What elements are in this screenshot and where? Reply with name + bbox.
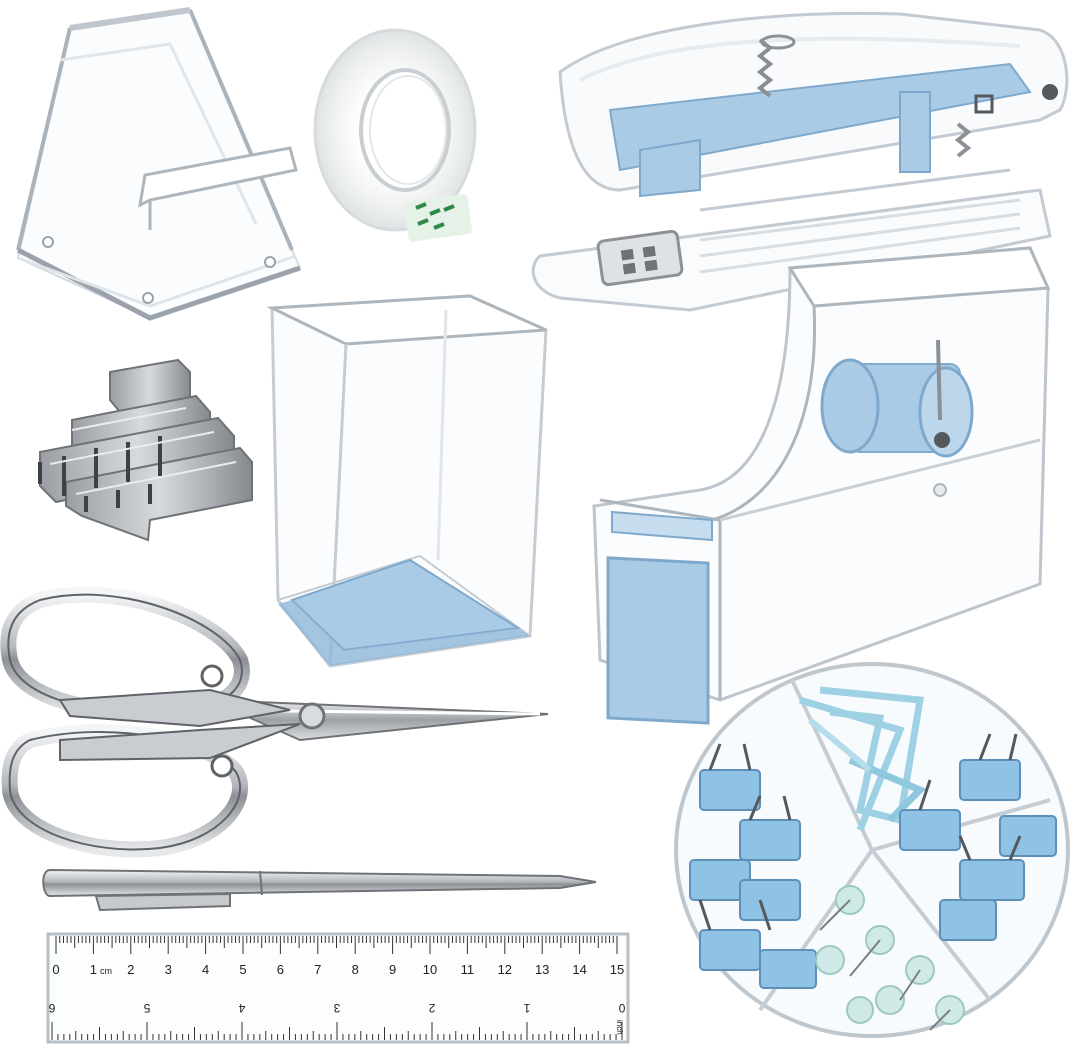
ruler-cm-ticks xyxy=(55,936,618,954)
tape-core-print xyxy=(404,194,472,242)
paper-clips xyxy=(798,686,927,832)
stapler xyxy=(531,11,1069,312)
ruler-inch-label: 1 xyxy=(523,1001,530,1015)
ruler-cm-label: 13 xyxy=(535,962,549,977)
ruler-inch-label: 3 xyxy=(333,1001,340,1015)
phone-stand xyxy=(16,7,302,321)
ruler-cm-label: 4 xyxy=(202,962,209,977)
ruler-inch-ticks xyxy=(51,1022,623,1040)
ruler-cm-label: 0 xyxy=(52,962,59,977)
pen-holder xyxy=(266,294,548,668)
ruler-cm-label: 12 xyxy=(498,962,512,977)
pen xyxy=(42,868,597,912)
push-pins xyxy=(815,885,965,1031)
tape-dispenser xyxy=(592,246,1051,725)
ruler-inch-label: 4 xyxy=(238,1001,245,1015)
ruler-inch-label: 6 xyxy=(48,1001,55,1015)
ruler-cm-label: 14 xyxy=(572,962,586,977)
ruler-cm-label: 7 xyxy=(314,962,321,977)
tape-roll xyxy=(313,28,477,242)
ruler-cm-label: 9 xyxy=(389,962,396,977)
ruler-cm-label: 8 xyxy=(352,962,359,977)
ruler-cm-label: 2 xyxy=(127,962,134,977)
ruler-cm-label: 11 xyxy=(461,962,475,977)
ruler-cm-label: 15 xyxy=(610,962,624,977)
ruler-cm-label: 5 xyxy=(239,962,246,977)
staples xyxy=(38,358,253,542)
ruler-inch-label: 5 xyxy=(143,1001,150,1015)
tape-spool xyxy=(820,339,974,458)
ruler-cm-unit: cm xyxy=(100,966,112,976)
binder-clips-left xyxy=(689,743,817,989)
ruler-inch-label: 2 xyxy=(428,1001,435,1015)
ruler-cm-label: 6 xyxy=(277,962,284,977)
ruler-cm-label: 3 xyxy=(165,962,172,977)
ruler-inch-unit: inch xyxy=(615,1020,624,1035)
binder-clips-right xyxy=(899,733,1057,941)
clip-tray xyxy=(674,662,1070,1038)
ruler-cm-label: 1 xyxy=(90,962,97,977)
scissors xyxy=(0,586,549,858)
ruler-inch-labels: 6 5 4 3 2 1 0 xyxy=(48,1001,625,1015)
ruler-cm-label: 10 xyxy=(423,962,437,977)
ruler-inch-label: 0 xyxy=(618,1001,625,1015)
